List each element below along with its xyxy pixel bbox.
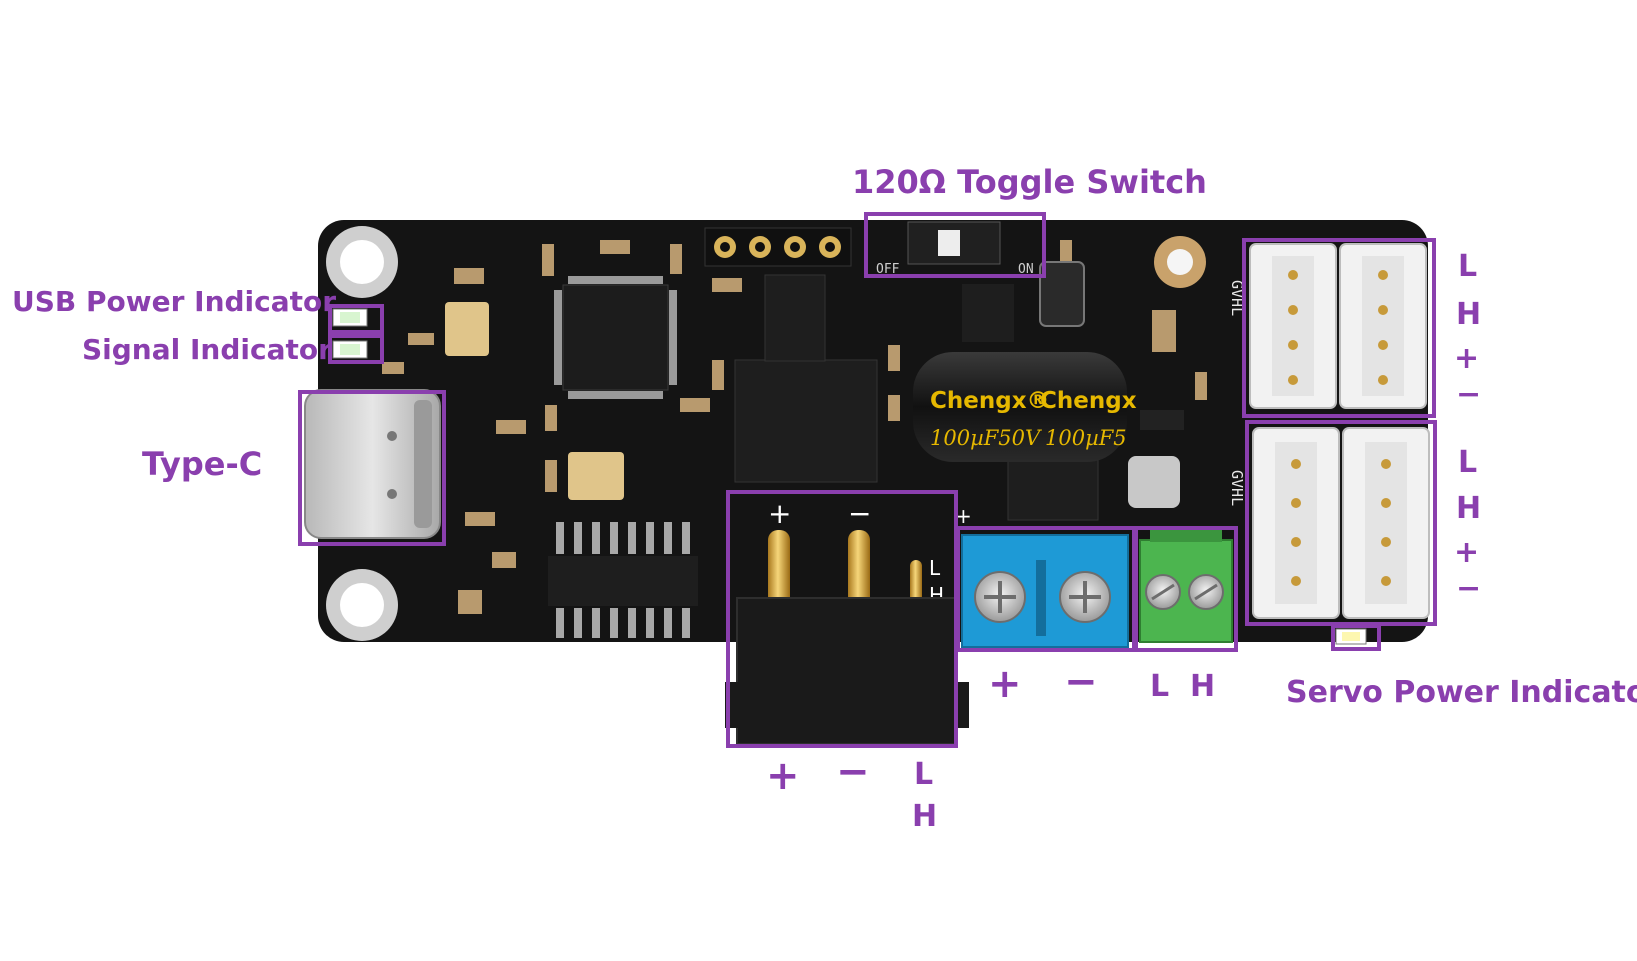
servo-bottom-pin-l: L [1458,445,1478,480]
highlight-boxes [298,212,1437,748]
xt-pin-minus: − [836,749,870,795]
highlight-toggle-switch [864,212,1046,278]
xt-power-connector: + − L H [725,497,969,745]
servo-power-indicator-label: Servo Power Indicator [1286,675,1637,710]
servo-connector-bottom-1 [1252,427,1340,619]
xt-silk-minus: − [848,497,871,530]
cap-brand-text: Chengx® [930,388,1050,414]
green-terminal-h: H [1190,669,1216,704]
signal-indicator-label: Signal Indicator [82,333,332,366]
highlight-usb-power-led [328,304,384,334]
cap-brand-text-2: Chengx [1040,388,1137,414]
servo-top-pin-h: H [1456,297,1482,332]
xt-pin-plus: + [766,753,800,799]
cap-value-text-2: 100µF5 [1045,426,1127,450]
crystal-top [445,302,489,356]
servo-bottom-pin-minus: − [1456,571,1482,606]
cap-value-text: 100µF50V [930,426,1042,450]
type-c-label: Type-C [142,445,263,483]
passive-components [382,240,1207,614]
inductors [1039,261,1184,508]
servo-top-pin-minus: − [1456,377,1482,412]
servo-bottom-pin-plus: + [1454,535,1480,570]
highlight-type-c [298,390,446,546]
blue-screw-terminal: + [955,504,1129,648]
side-mark-bottom: GVHL [1228,470,1246,506]
xt-pin-l: L [914,757,934,792]
highlight-green-terminal [1134,526,1238,652]
mcu-chip [554,276,677,399]
blue-terminal-minus: − [1064,659,1098,705]
signal-led [332,340,368,359]
xt-silk-plus: + [768,497,791,530]
xt-pin-h: H [912,799,938,834]
servo-power-led [1335,628,1367,645]
usb-power-led [332,308,368,327]
usb-power-indicator-label: USB Power Indicator [12,285,337,318]
mounting-hole-top-right [1154,236,1206,288]
chip-mosfet [962,284,1014,342]
mounting-hole-top-left [326,226,398,298]
xt-silk-l: L [929,556,941,580]
servo-bottom-pin-h: H [1456,491,1482,526]
toggle-switch: OFF ON [876,221,1034,277]
servo-connector-top-1 [1249,243,1337,409]
servo-top-pin-plus: + [1454,341,1480,376]
terminal-silk-plus: + [955,504,972,528]
usb-type-c-connector [304,389,441,539]
side-mark-top: GVHL [1228,280,1246,316]
highlight-signal-led [328,334,384,364]
servo-connector-bottom-2 [1342,427,1430,619]
mounting-hole-bottom-left [326,569,398,641]
blue-terminal-plus: + [988,661,1022,707]
switch-off-text: OFF [876,262,900,277]
green-screw-terminal [1139,528,1233,643]
electrolytic-capacitor: Chengx® Chengx 100µF50V 100µF5 [913,352,1137,462]
chip-soic [764,274,826,362]
highlight-servo-top [1242,238,1436,418]
switch-on-text: ON [1018,262,1034,277]
chip-dip [548,522,698,638]
servo-top-pin-l: L [1458,249,1478,284]
highlight-servo-led [1331,624,1381,651]
servo-connector-top-2 [1339,243,1427,409]
crystal-bottom [568,452,624,500]
chip-square [734,359,878,483]
green-terminal-l: L [1150,669,1170,704]
toggle-switch-label: 120Ω Toggle Switch [852,163,1207,201]
header-pins [704,227,852,267]
